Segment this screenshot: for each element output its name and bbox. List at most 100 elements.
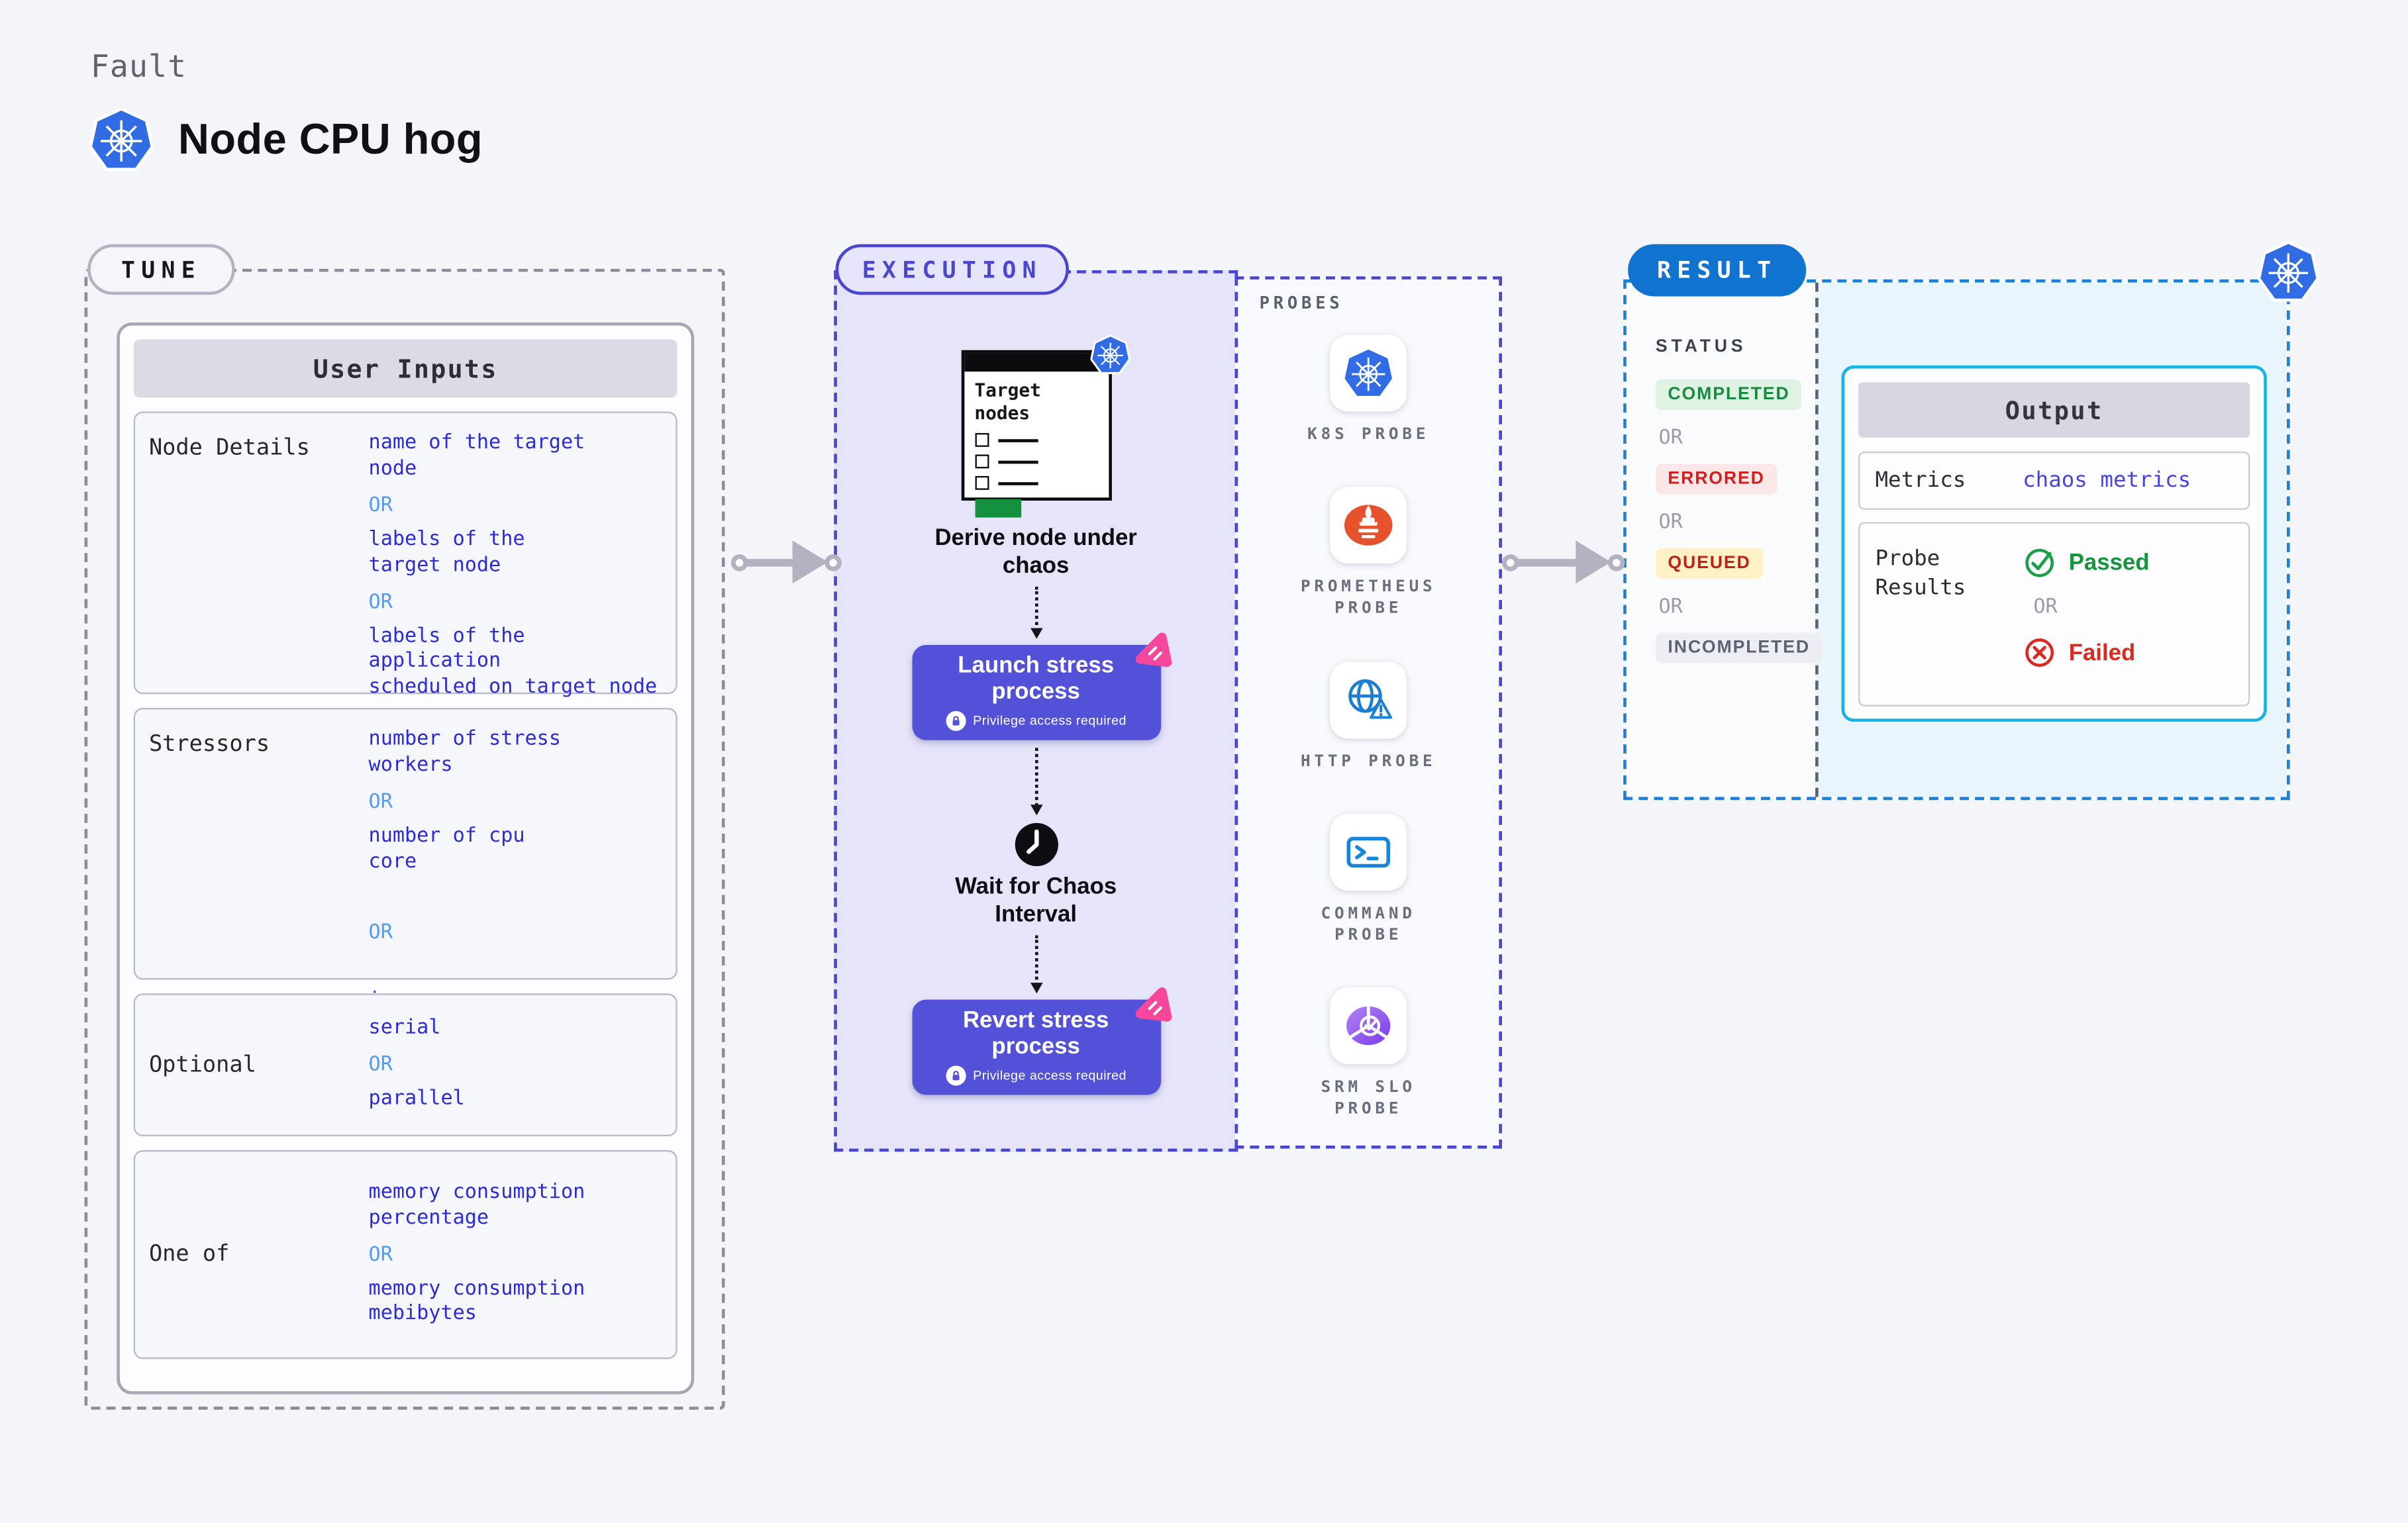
status-column: STATUS COMPLETED OR ERRORED OR QUEUED OR…: [1655, 338, 1823, 663]
status-badge-queued: QUEUED: [1655, 548, 1764, 579]
probe-label: HTTP PROBE: [1300, 752, 1436, 771]
or-separator: OR: [1658, 426, 1683, 450]
probe-item-command: COMMAND PROBE: [1321, 813, 1416, 946]
status-badge-errored: ERRORED: [1655, 464, 1778, 495]
command-terminal-icon: [1342, 826, 1395, 878]
tune-section-box: [84, 268, 725, 1410]
srm-slo-icon: [1342, 1000, 1395, 1052]
probe-item-http: HTTP PROBE: [1301, 661, 1436, 771]
input-row-stressors: Stressors number of stress workers OR nu…: [133, 708, 677, 1011]
execution-section-box: Target nodes Derive node under chaos Lau…: [834, 270, 1238, 1152]
clock-icon: [1014, 823, 1058, 867]
passed-label: Passed: [2068, 549, 2150, 575]
probe-item-prometheus: PROMETHEUS PROBE: [1301, 487, 1436, 620]
failed-label: Failed: [2068, 639, 2136, 666]
page-header: Node CPU hog: [89, 107, 483, 172]
input-option: serial: [368, 1016, 441, 1040]
checkbox-icon: [974, 432, 989, 447]
or-separator: OR: [368, 1243, 393, 1267]
flow-arrow-tune-to-execution: [730, 539, 842, 585]
execution-section-pill: EXECUTION: [835, 244, 1070, 295]
prometheus-icon: [1342, 499, 1395, 552]
user-inputs-card: User Inputs Node Details name of the tar…: [117, 322, 695, 1395]
target-nodes-title: Target nodes: [974, 379, 1041, 424]
input-option: number of cpu core: [368, 824, 525, 873]
down-arrow: [1029, 587, 1042, 639]
litmus-flag-icon: [1131, 986, 1173, 1028]
or-separator: OR: [368, 790, 393, 814]
launch-stress-label: Launch stress process: [958, 653, 1115, 705]
privilege-note: Privilege access required: [973, 712, 1127, 729]
user-inputs-rows: Node Details name of the target node OR …: [133, 411, 677, 1359]
probe-item-k8s: K8S PROBE: [1307, 334, 1430, 446]
check-circle-icon: [2025, 548, 2054, 577]
checkbox-row: [974, 432, 1097, 447]
row-label: Stressors: [148, 732, 270, 758]
arrow-head: [1576, 540, 1611, 584]
probe-results-row: Probe Results Passed OR: [1858, 522, 2250, 707]
probes-section-box: PROBES K8S PROBE PROMETHEUS PROBE HTTP P…: [1234, 276, 1502, 1149]
result-section-box: STATUS COMPLETED OR ERRORED OR QUEUED OR…: [1623, 279, 2290, 801]
flow-arrow-execution-to-result: [1501, 539, 1625, 585]
lock-icon: [945, 711, 966, 731]
x-circle-icon: [2025, 638, 2054, 667]
http-globe-icon: [1342, 673, 1395, 726]
input-row-node-details: Node Details name of the target node OR …: [133, 411, 677, 699]
lock-icon: [945, 1065, 966, 1086]
input-option: name of the target node: [368, 431, 585, 481]
probe-label: SRM SLO PROBE: [1321, 1078, 1416, 1118]
fault-kicker: Fault: [90, 47, 187, 85]
status-badge-incompleted: INCOMPLETED: [1655, 632, 1823, 663]
input-option: memory consumption mebibytes: [368, 1277, 585, 1326]
result-divider: [1815, 282, 1819, 797]
checkbox-icon: [974, 454, 989, 469]
launch-stress-node: Launch stress process Privilege access r…: [911, 645, 1160, 740]
kubernetes-icon: [89, 107, 154, 172]
or-separator: OR: [368, 920, 393, 944]
probe-label: PROMETHEUS PROBE: [1300, 577, 1436, 618]
probe-label: COMMAND PROBE: [1321, 904, 1416, 944]
input-option: memory consumption percentage: [368, 1180, 585, 1230]
arrow-head: [792, 540, 828, 584]
or-separator: OR: [368, 1053, 393, 1077]
down-arrow: [1029, 935, 1042, 994]
or-separator: OR: [1658, 595, 1683, 619]
arrow-start-ring: [730, 553, 748, 571]
wait-chaos-caption: Wait for Chaos Interval: [955, 873, 1117, 927]
row-label: Node Details: [148, 436, 310, 461]
derive-node-caption: Derive node under chaos: [934, 525, 1137, 579]
kubernetes-icon: [2258, 241, 2319, 303]
status-title: STATUS: [1655, 338, 1747, 357]
probe-label: K8S PROBE: [1307, 425, 1430, 444]
arrow-end-ring: [825, 553, 842, 571]
probe-results-label: Probe Results: [1875, 546, 1966, 601]
green-button-graphic: [974, 499, 1021, 518]
or-separator: OR: [1658, 511, 1683, 535]
checkbox-icon: [974, 475, 989, 490]
checkbox-row: [974, 475, 1097, 490]
card-titlebar: [964, 353, 1109, 372]
output-card: Output Metrics chaos metrics Probe Resul…: [1841, 365, 2267, 722]
input-row-optional: Optional serial OR parallel: [133, 993, 677, 1137]
probe-item-srm-slo: SRM SLO PROBE: [1321, 987, 1416, 1120]
or-separator: OR: [2033, 595, 2058, 619]
input-option: number of stress workers: [368, 728, 561, 777]
row-label: Optional: [148, 1052, 256, 1077]
input-row-one-of: One of memory consumption percentage OR …: [133, 1150, 677, 1359]
litmus-flag-icon: [1131, 631, 1173, 673]
probes-title: PROBES: [1259, 293, 1344, 314]
kubernetes-icon: [1089, 335, 1129, 375]
metrics-value: chaos metrics: [2023, 468, 2191, 493]
target-nodes-card: Target nodes: [960, 350, 1111, 518]
or-separator: OR: [368, 590, 393, 614]
input-option: labels of the application scheduled on t…: [368, 624, 658, 699]
revert-stress-node: Revert stress process Privilege access r…: [911, 1000, 1160, 1095]
arrow-end-ring: [1607, 553, 1625, 571]
revert-stress-label: Revert stress process: [962, 1008, 1109, 1060]
result-section-pill: RESULT: [1628, 244, 1807, 297]
kubernetes-icon: [1342, 347, 1395, 399]
metrics-row: Metrics chaos metrics: [1858, 451, 2250, 510]
row-label: One of: [148, 1242, 230, 1267]
input-option: labels of the target node: [368, 528, 525, 577]
